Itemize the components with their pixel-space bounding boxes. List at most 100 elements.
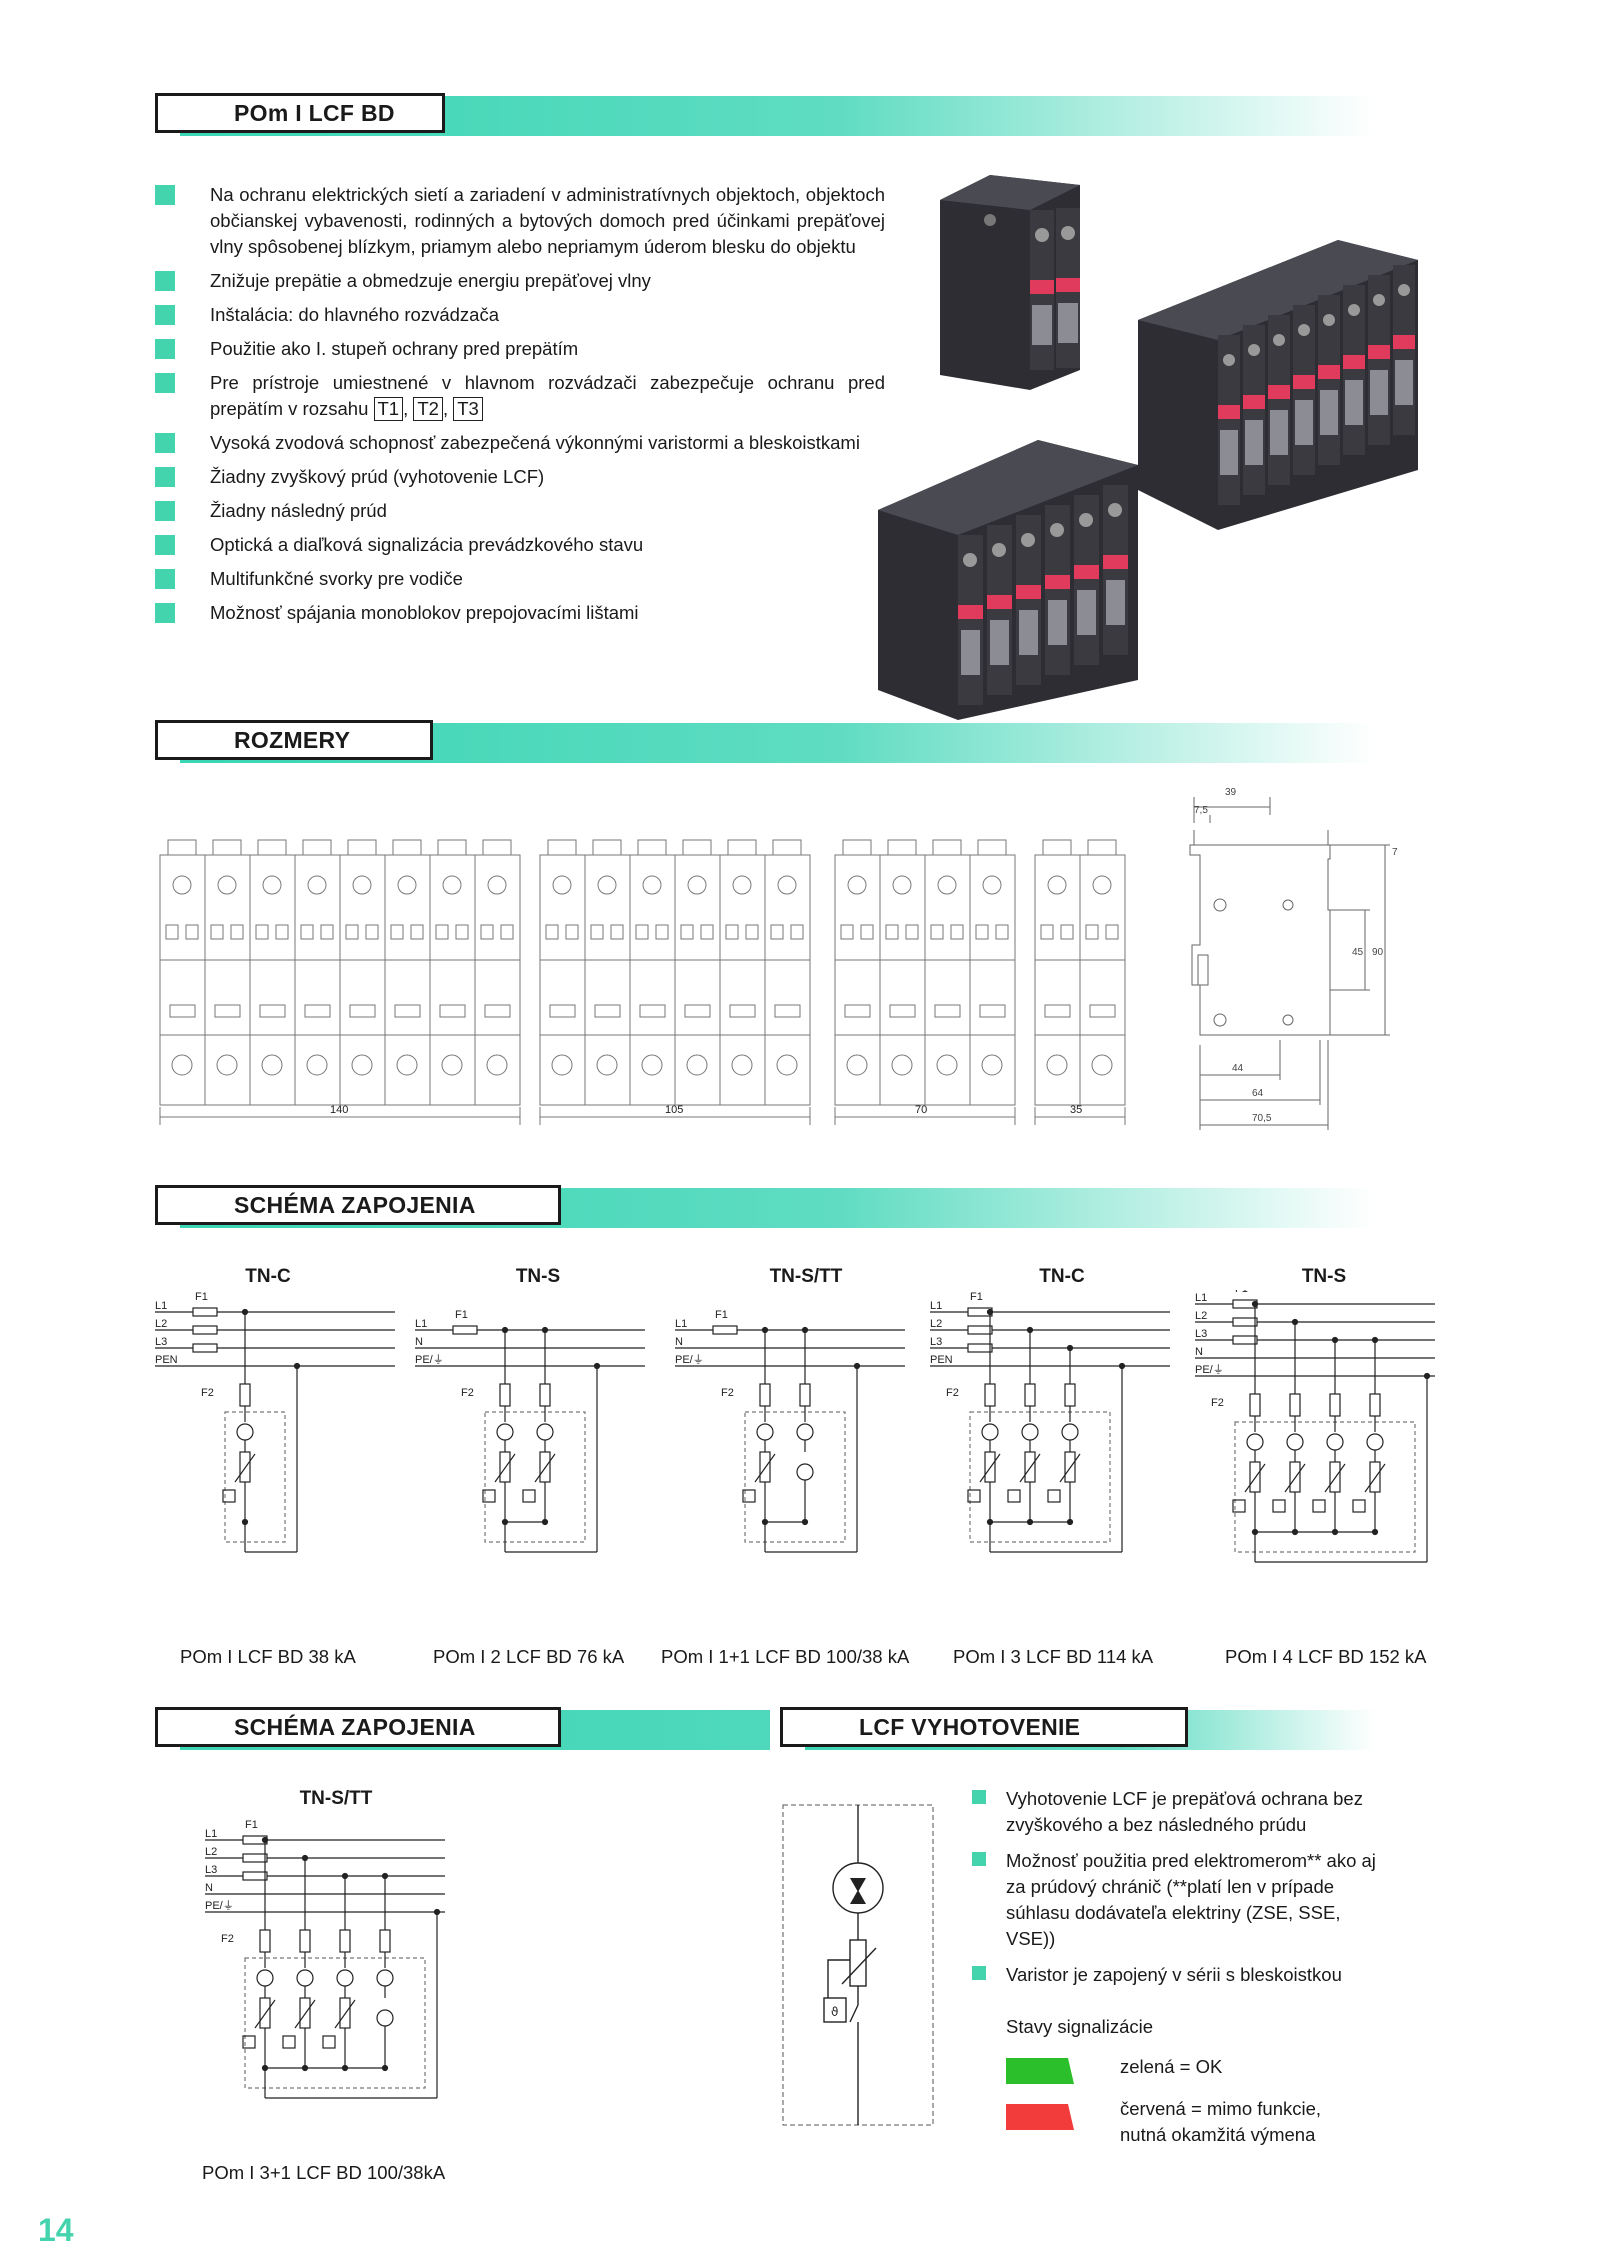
wiring-diagrams: L1L2L3PENF1F2L1NPE/⏚F1F2L1NPE/⏚F1F2L1L2L… (155, 1290, 1435, 1563)
side-view-drawing: 39 7,5 7 45 90 44 64 70,5 (1189, 787, 1398, 1130)
bullet-square-icon (155, 339, 175, 359)
line-label: N (1195, 1346, 1203, 1358)
fuse-label: F2 (461, 1387, 474, 1399)
product-caption: POm I 3 LCF BD 114 kA (953, 1646, 1154, 1667)
dim-label: 70 (915, 1104, 927, 1116)
line-label: L2 (930, 1318, 942, 1330)
status-title: Stavy signalizácie (1006, 2016, 1154, 2037)
front-block (539, 839, 811, 1125)
line-label: PE/⏚ (415, 1353, 444, 1366)
fuse-label: F2 (721, 1387, 734, 1399)
list-item: Znižuje prepätie a obmedzuje energiu pre… (155, 268, 885, 294)
list-item: Optická a diaľková signalizácia prevádzk… (155, 532, 885, 558)
bullet-square-icon (155, 305, 175, 325)
product-caption: POm I 4 LCF BD 152 kA (1225, 1646, 1427, 1667)
green-indicator-icon (1006, 2058, 1074, 2084)
dim-label: 64 (1252, 1088, 1264, 1099)
class-badge-t2: T2 (413, 397, 443, 421)
line-label: N (415, 1336, 423, 1348)
product-caption: POm I 2 LCF BD 76 kA (433, 1646, 625, 1667)
network-type-label: TN-S/TT (769, 1266, 843, 1287)
network-type-label: TN-C (245, 1266, 291, 1287)
bullet-square-icon (155, 501, 175, 521)
line-label: L2 (155, 1318, 167, 1330)
dim-label: 140 (330, 1104, 348, 1116)
list-item: Žiadny následný prúd (155, 498, 885, 524)
section-title: SCHÉMA ZAPOJENIA (155, 1185, 561, 1225)
front-block (1034, 839, 1126, 1125)
line-label: L2 (1195, 1310, 1207, 1322)
dim-label: 35 (1070, 1104, 1082, 1116)
section-header-dimensions: ROZMERY (155, 720, 1375, 764)
line-label: L1 (1195, 1292, 1207, 1304)
red-indicator-icon (1006, 2104, 1074, 2130)
fuse-label: F2 (201, 1387, 214, 1399)
bullet-square-icon (972, 1966, 986, 1980)
line-label: PE/⏚ (675, 1353, 704, 1366)
fuse-label: F2 (946, 1387, 959, 1399)
network-type-label: TN-S (515, 1266, 561, 1287)
list-item: Inštalácia: do hlavného rozvádzača (155, 302, 885, 328)
bullet-square-icon (155, 433, 175, 453)
line-label: PE/⏚ (205, 1899, 234, 1912)
product-caption: POm I 1+1 LCF BD 100/38 kA (661, 1646, 910, 1667)
bullet-square-icon (155, 373, 175, 393)
list-item: Možnosť spájania monoblokov prepojovacím… (155, 600, 885, 626)
feature-list: Na ochranu elektrických sietí a zariaden… (155, 182, 885, 634)
dim-label: 39 (1225, 787, 1237, 798)
fuse-label: F1 (195, 1291, 208, 1303)
front-block (834, 839, 1016, 1125)
section-header-lcf: LCF VYHOTOVENIE (780, 1707, 1380, 1751)
product-caption: POm I 3+1 LCF BD 100/38kA (202, 2162, 446, 2183)
list-item: Vyhotovenie LCF je prepäťová ochrana bez… (972, 1786, 1392, 1838)
section-title: ROZMERY (155, 720, 433, 760)
line-label: PE/⏚ (1195, 1363, 1224, 1376)
bullet-square-icon (155, 467, 175, 487)
line-label: L1 (205, 1828, 217, 1840)
line-label: L3 (205, 1864, 217, 1876)
list-item: Multifunkčné svorky pre vodiče (155, 566, 885, 592)
section-header-product: POm I LCF BD (155, 93, 1375, 137)
network-type-label: TN-C (1039, 1266, 1085, 1287)
line-label: N (675, 1336, 683, 1348)
list-item: Pre prístroje umiestnené v hlavnom rozvá… (155, 370, 885, 422)
section-header-wiring: SCHÉMA ZAPOJENIA (155, 1185, 1375, 1229)
bullet-square-icon (972, 1852, 986, 1866)
lcf-internal-diagram: ϑ (782, 1804, 934, 2126)
fuse-label: F2 (1211, 1397, 1224, 1409)
fuse-label: F1 (715, 1309, 728, 1321)
line-label: L1 (675, 1318, 687, 1330)
line-label: L1 (415, 1318, 427, 1330)
wiring-diagram (1195, 1299, 1435, 1563)
product-image-single (940, 175, 1080, 390)
line-label: L1 (930, 1300, 942, 1312)
list-item: Použitie ako I. stupeň ochrany pred prep… (155, 336, 885, 362)
list-item: Na ochranu elektrických sietí a zariaden… (155, 182, 885, 260)
network-type-label: TN-S (1301, 1266, 1347, 1287)
section-header-wiring-2: SCHÉMA ZAPOJENIA (155, 1707, 775, 1751)
bullet-square-icon (155, 603, 175, 623)
list-item: Vysoká zvodová schopnosť zabezpečená výk… (155, 430, 885, 456)
dim-label: 90 (1372, 947, 1384, 958)
list-item: Varistor je zapojený v sérii s bleskoist… (972, 1962, 1392, 1988)
wiring-diagram (415, 1325, 645, 1553)
section-title: POm I LCF BD (155, 93, 445, 133)
lcf-feature-list: Vyhotovenie LCF je prepäťová ochrana bez… (972, 1786, 1392, 1998)
section-title: SCHÉMA ZAPOJENIA (155, 1707, 561, 1747)
network-type-label: TN-S/TT (299, 1788, 373, 1809)
product-caption: POm I LCF BD 38 kA (180, 1646, 356, 1667)
fuse-label: F1 (1235, 1290, 1248, 1295)
dim-label: 44 (1232, 1063, 1244, 1074)
dim-label: 45 (1352, 947, 1364, 958)
dim-label: 70,5 (1252, 1113, 1272, 1124)
line-label: N (205, 1882, 213, 1894)
front-block (159, 839, 521, 1125)
page-number: 14 (38, 2212, 74, 2248)
svg-text:ϑ: ϑ (831, 2005, 838, 2019)
bullet-square-icon (155, 185, 175, 205)
line-label: L3 (1195, 1328, 1207, 1340)
bullet-square-icon (155, 535, 175, 555)
line-label: PEN (930, 1354, 953, 1366)
fuse-label: F1 (455, 1309, 468, 1321)
